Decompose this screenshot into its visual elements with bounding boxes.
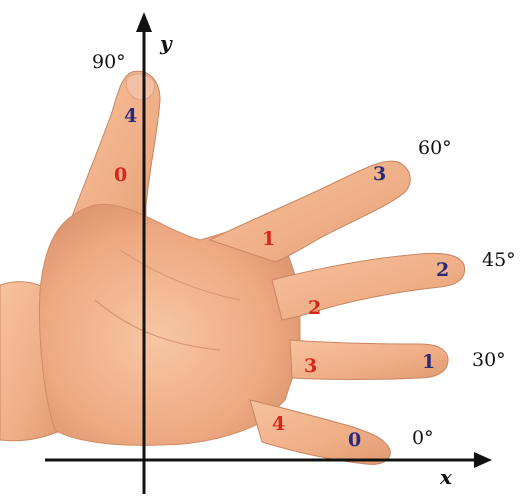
angle-label-45: 45° xyxy=(482,249,516,271)
y-axis-label: y xyxy=(159,31,173,55)
axes: x y xyxy=(45,12,492,494)
angle-label-0: 0° xyxy=(412,427,434,449)
pinky-blue-number: 0 xyxy=(348,429,361,451)
middle-red-number: 2 xyxy=(308,297,321,319)
ring-red-number: 3 xyxy=(304,355,317,377)
angle-label-30: 30° xyxy=(472,349,506,371)
angle-labels: 90° 60° 45° 30° 0° xyxy=(92,51,516,449)
middle-blue-number: 2 xyxy=(436,259,449,281)
thumb-red-number: 0 xyxy=(114,164,127,186)
x-axis-arrow xyxy=(474,452,492,468)
angle-label-60: 60° xyxy=(418,137,452,159)
middle-finger xyxy=(271,252,466,321)
palm-crease xyxy=(94,299,221,351)
thumb-nail xyxy=(125,73,155,101)
finger-numbers: 0 4 1 3 2 2 3 1 4 0 xyxy=(114,105,449,451)
ring-finger xyxy=(289,339,449,380)
y-axis-arrow xyxy=(136,12,152,32)
thumb-blue-number: 4 xyxy=(124,105,137,127)
hand-illustration xyxy=(0,70,466,465)
index-blue-number: 3 xyxy=(373,163,386,185)
angle-label-90: 90° xyxy=(92,51,126,73)
ring-blue-number: 1 xyxy=(422,351,435,373)
pinky-red-number: 4 xyxy=(272,413,285,435)
index-finger xyxy=(208,160,411,263)
x-axis-label: x xyxy=(439,465,453,489)
index-red-number: 1 xyxy=(262,228,275,250)
palm-crease xyxy=(119,249,241,301)
pinky-finger xyxy=(249,399,391,465)
